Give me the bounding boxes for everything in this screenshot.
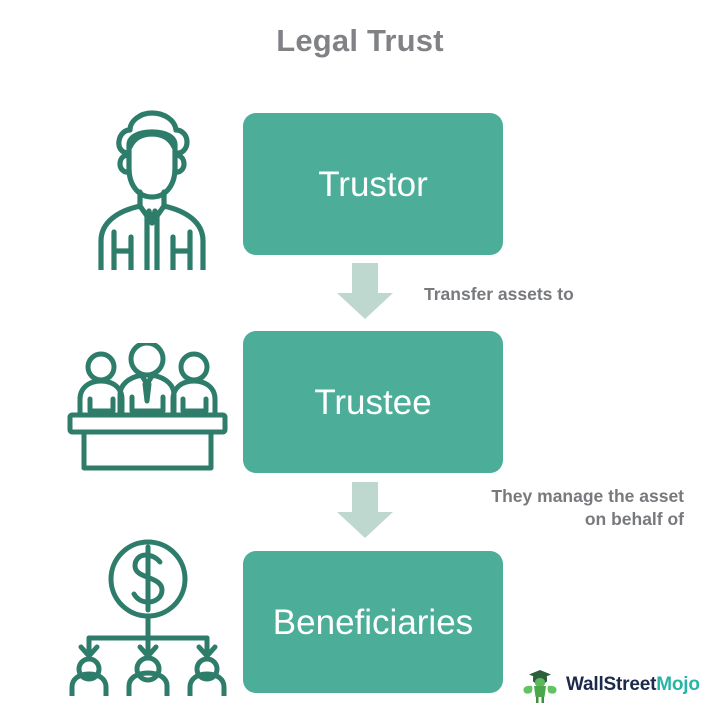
logo-text: WallStreetMojo <box>566 674 700 696</box>
connector-manage-caption: They manage the asset on behalf of <box>404 485 684 531</box>
businessman-icon <box>78 107 226 273</box>
connector-manage-caption-line1: They manage the asset <box>491 486 684 506</box>
node-trustor-label: Trustor <box>318 164 428 204</box>
down-arrow-icon <box>337 482 393 538</box>
node-beneficiaries-label: Beneficiaries <box>272 602 474 642</box>
down-arrow-icon <box>337 263 393 319</box>
connector-transfer-caption-line1: Transfer assets to <box>424 284 574 304</box>
connector-manage-caption-line2: on behalf of <box>584 509 684 530</box>
logo-text-accent: Mojo <box>656 674 700 695</box>
node-trustee-label: Trustee <box>314 382 432 422</box>
logo-text-primary: WallStreet <box>566 674 657 695</box>
money-distribution-icon <box>67 536 229 699</box>
node-trustee[interactable]: Trustee <box>243 331 503 473</box>
board-of-trustees-icon <box>66 340 229 471</box>
node-trustor[interactable]: Trustor <box>243 113 503 255</box>
wallstreetmojo-logo[interactable]: WallStreetMojo <box>521 664 705 706</box>
node-beneficiaries[interactable]: Beneficiaries <box>243 551 503 693</box>
connector-transfer-caption: Transfer assets to <box>424 283 704 306</box>
wallstreetmojo-mascot-icon <box>521 666 559 704</box>
page-title: Legal Trust <box>276 23 444 58</box>
